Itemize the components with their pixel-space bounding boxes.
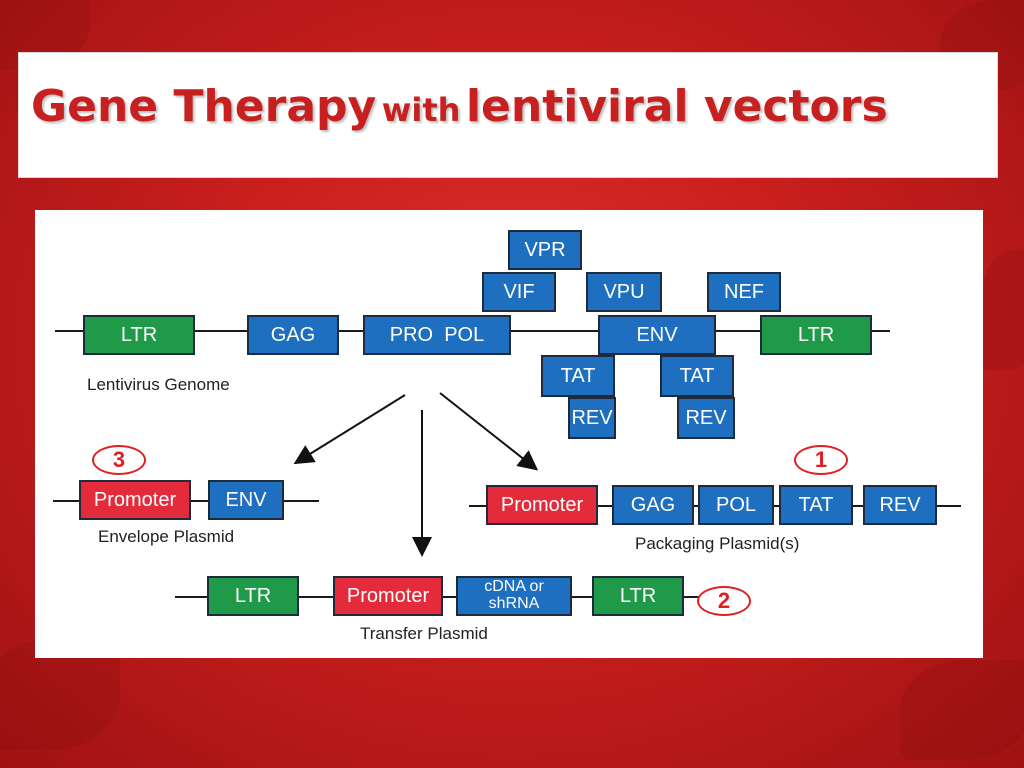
transfer-ltr-right: LTR: [592, 576, 684, 616]
transfer-ltr-left: LTR: [207, 576, 299, 616]
title-box: Gene Therapy with lentiviral vectors: [18, 52, 998, 178]
background-leaf: [980, 250, 1024, 370]
packaging-caption: Packaging Plasmid(s): [635, 534, 800, 553]
title-part-1: Gene Therapy: [31, 81, 377, 132]
genome-ltr-right: LTR: [760, 315, 872, 355]
genome-gag: GAG: [247, 315, 339, 355]
genome-tat-2: TAT: [660, 355, 734, 397]
genome-vpu: VPU: [586, 272, 662, 312]
background-leaf: [900, 660, 1024, 760]
genome-rev-2: REV: [677, 397, 735, 439]
marker-1: 1: [794, 445, 848, 475]
background-leaf: [0, 640, 120, 750]
lentiviral-vector-diagram: LTR GAG PRO POL VPR VIF VPU NEF ENV LTR …: [35, 210, 983, 658]
genome-vpr: VPR: [508, 230, 582, 270]
packaging-rev: REV: [863, 485, 937, 525]
packaging-promoter: Promoter: [486, 485, 598, 525]
transfer-promoter: Promoter: [333, 576, 443, 616]
transfer-insert: cDNA or shRNA: [456, 576, 572, 616]
envelope-env: ENV: [208, 480, 284, 520]
genome-env: ENV: [598, 315, 716, 355]
transfer-caption: Transfer Plasmid: [360, 624, 488, 643]
arrow-to-packaging: [439, 392, 539, 471]
genome-vif: VIF: [482, 272, 556, 312]
packaging-tat: TAT: [779, 485, 853, 525]
arrow-to-envelope: [293, 394, 406, 465]
genome-rev-1: REV: [568, 397, 616, 439]
title-part-3: lentiviral vectors: [465, 81, 888, 132]
arrows: [293, 392, 539, 557]
envelope-caption: Envelope Plasmid: [98, 527, 235, 546]
genome-tat-1: TAT: [541, 355, 615, 397]
genome-pro-pol: PRO POL: [363, 315, 511, 355]
genome-nef: NEF: [707, 272, 781, 312]
marker-3: 3: [92, 445, 146, 475]
envelope-promoter: Promoter: [79, 480, 191, 520]
genome-ltr-left: LTR: [83, 315, 195, 355]
packaging-gag: GAG: [612, 485, 694, 525]
title-part-2: with: [381, 91, 461, 129]
genome-caption: Lentivirus Genome: [87, 375, 230, 394]
marker-2: 2: [697, 586, 751, 616]
slide-title: Gene Therapy with lentiviral vectors: [31, 81, 888, 132]
packaging-pol: POL: [698, 485, 774, 525]
